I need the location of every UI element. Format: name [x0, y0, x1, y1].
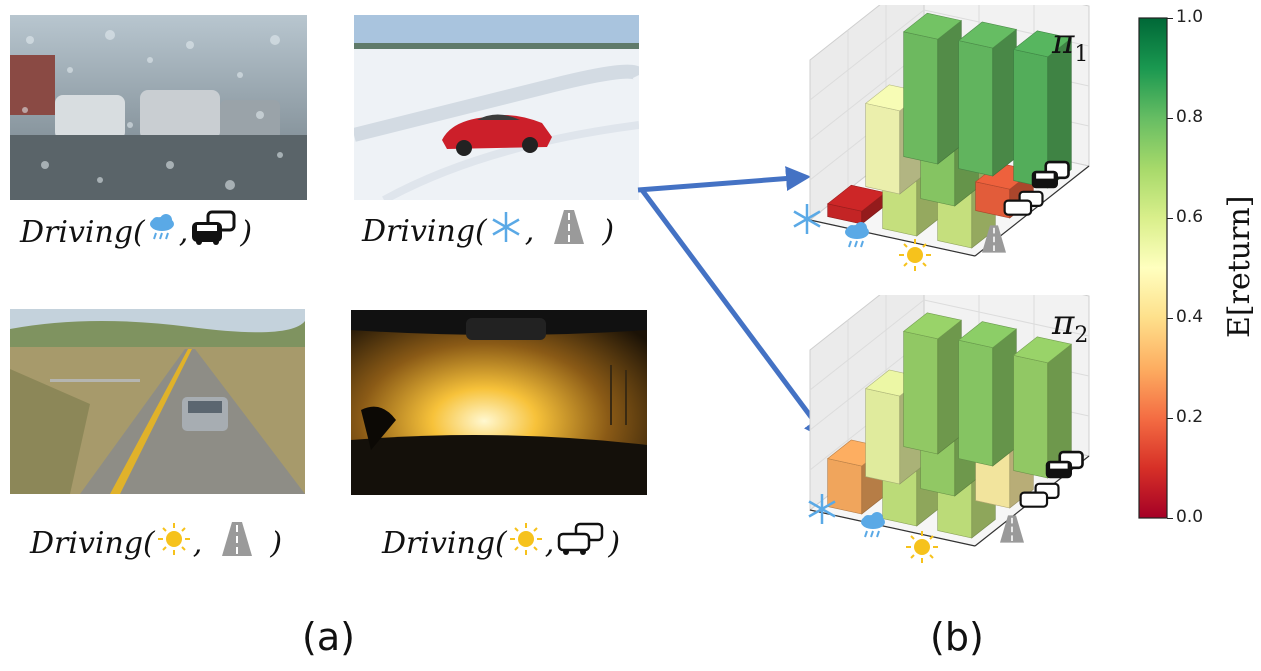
colorbar-tick-mark	[1167, 118, 1173, 119]
bar-top-face	[902, 312, 963, 340]
caption-function: Driving(	[30, 525, 155, 561]
caption-separator: ,	[544, 525, 555, 561]
snowflake-icon	[790, 202, 824, 242]
bar-top-face	[957, 321, 1018, 348]
chart-grid-line	[923, 299, 1090, 337]
sun-icon	[898, 238, 932, 276]
sun-icon	[905, 530, 939, 568]
chart-axis-line	[809, 509, 976, 547]
bar-front-face	[865, 103, 901, 195]
snowflake-icon	[805, 492, 839, 532]
colorbar-tick-mark	[1167, 18, 1173, 19]
colorbar-tick-mark	[1167, 518, 1173, 519]
caption-separator: ,	[524, 213, 535, 249]
bar-side-face	[992, 328, 1017, 467]
heavy-traffic-icon	[190, 210, 238, 254]
colorbar-tick-mark	[1167, 318, 1173, 319]
light-traffic-icon	[556, 522, 606, 564]
colorbar-tick-label: 0.8	[1176, 107, 1204, 127]
policy-subscript: 1	[1074, 41, 1089, 67]
caption-separator: ,	[192, 525, 203, 561]
caption-close: )	[240, 214, 253, 250]
bar-side-face	[937, 20, 962, 165]
heavy-traffic-icon	[1044, 450, 1086, 486]
caption-close: )	[602, 213, 615, 249]
arrow-to-pi1	[637, 166, 811, 193]
colorbar-tick-mark	[1167, 418, 1173, 419]
empty-road-icon	[554, 210, 585, 252]
bar-top-face	[902, 12, 963, 40]
panel-a-label: (a)	[302, 615, 355, 659]
bar-side-face	[937, 319, 962, 455]
bar-front-face	[958, 40, 994, 177]
colorbar-tick-label: 0.0	[1176, 507, 1204, 527]
policy-subscript: 2	[1074, 322, 1089, 348]
bar-top-face	[1012, 30, 1073, 58]
caption-function: Driving(	[20, 214, 145, 250]
snowflake-icon	[489, 210, 523, 252]
empty-road-icon	[222, 522, 253, 564]
empty-road-icon	[1000, 512, 1024, 550]
rain-cloud-icon	[842, 222, 872, 254]
policy-label-pi2: π2	[1052, 303, 1088, 348]
empty-road-icon	[982, 222, 1006, 260]
colorbar-tick-label: 0.6	[1176, 207, 1204, 227]
caption-close: )	[270, 525, 283, 561]
caption-separator: ,	[178, 214, 189, 250]
policy-symbol: π	[1052, 303, 1075, 343]
heavy-traffic-icon	[1030, 160, 1072, 196]
bar-top-face	[1012, 336, 1073, 364]
bar-front-face	[903, 31, 939, 165]
policy-symbol: π	[1052, 22, 1075, 62]
bar-front-face	[958, 339, 994, 467]
caption-close: )	[608, 525, 621, 561]
light-traffic-icon	[1002, 190, 1046, 224]
chart-grid-line	[809, 299, 925, 391]
caption-sun-light-traffic: Driving( , )	[382, 522, 620, 564]
photo-rainy-traffic	[10, 15, 307, 200]
bar-side-face	[992, 28, 1017, 177]
rain-cloud-icon	[858, 512, 888, 544]
bar-front-face	[865, 388, 901, 485]
colorbar-tick-mark	[1167, 218, 1173, 219]
caption-rain-heavy-traffic: Driving( , )	[20, 210, 252, 254]
photo-snow-car	[354, 15, 639, 200]
arrow-to-pi2	[639, 188, 829, 442]
caption-snow-empty-road: Driving( , )	[362, 210, 614, 252]
bar-front-face	[903, 331, 939, 455]
chart-axis-line	[809, 219, 976, 257]
colorbar-title: E[return]	[1222, 195, 1257, 338]
policy-label-pi1: π1	[1052, 22, 1088, 67]
caption-sun-empty-road: Driving( , )	[30, 522, 282, 564]
sun-icon	[509, 522, 543, 564]
photo-sunny-road	[10, 309, 305, 494]
colorbar-tick-label: 1.0	[1176, 7, 1204, 27]
colorbar-tick-label: 0.4	[1176, 307, 1204, 327]
colorbar	[1138, 17, 1168, 519]
bar-top-face	[957, 21, 1018, 49]
panel-b-label: (b)	[930, 615, 984, 659]
chart-grid-line	[809, 9, 925, 101]
rain-cloud-icon	[147, 214, 177, 250]
caption-function: Driving(	[362, 213, 487, 249]
photo-sun-glare-dashboard	[351, 310, 647, 495]
caption-function: Driving(	[382, 525, 507, 561]
sun-icon	[157, 522, 191, 564]
colorbar-tick-label: 0.2	[1176, 407, 1204, 427]
light-traffic-icon	[1018, 482, 1062, 516]
bar-front-face	[1013, 355, 1049, 479]
